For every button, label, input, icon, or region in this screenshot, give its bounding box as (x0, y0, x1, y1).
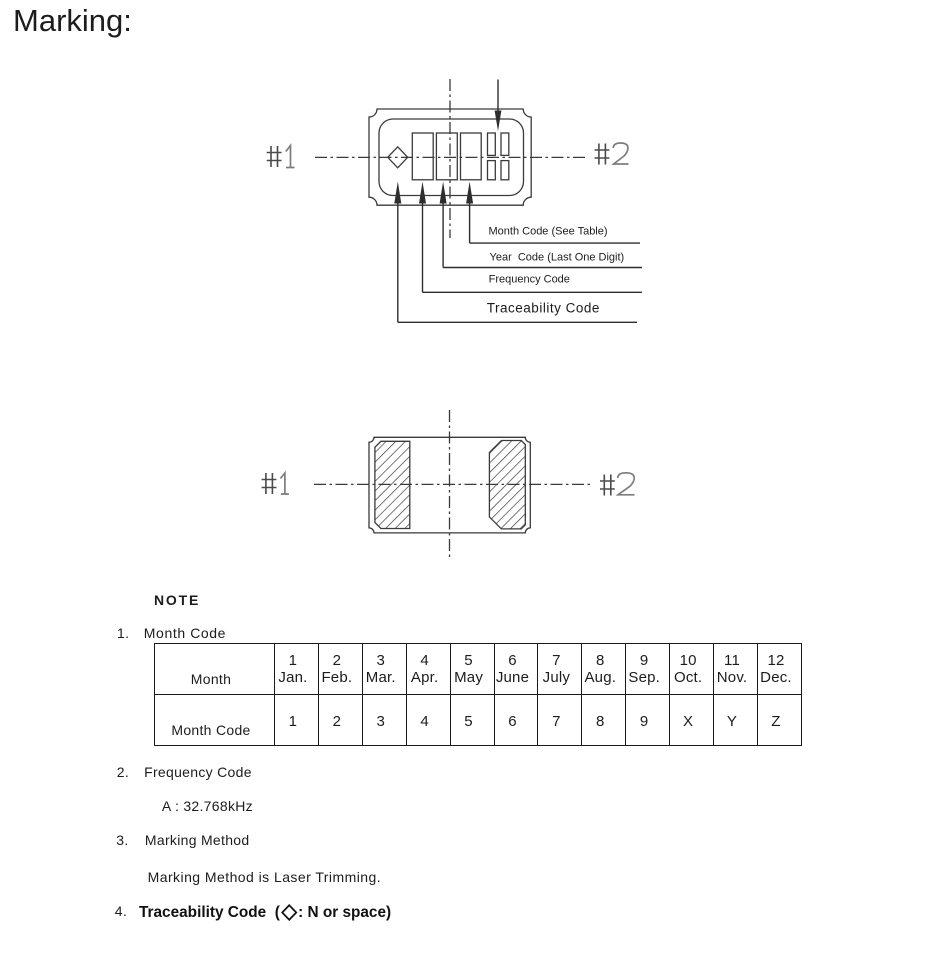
svg-text:Traceability Code: Traceability Code (487, 301, 600, 316)
svg-text:Year Code (Last One Digit): Year Code (Last One Digit) (490, 251, 625, 263)
svg-text:Frequency Code: Frequency Code (489, 274, 570, 286)
svg-text:Month Code (See Table): Month Code (See Table) (489, 225, 608, 237)
